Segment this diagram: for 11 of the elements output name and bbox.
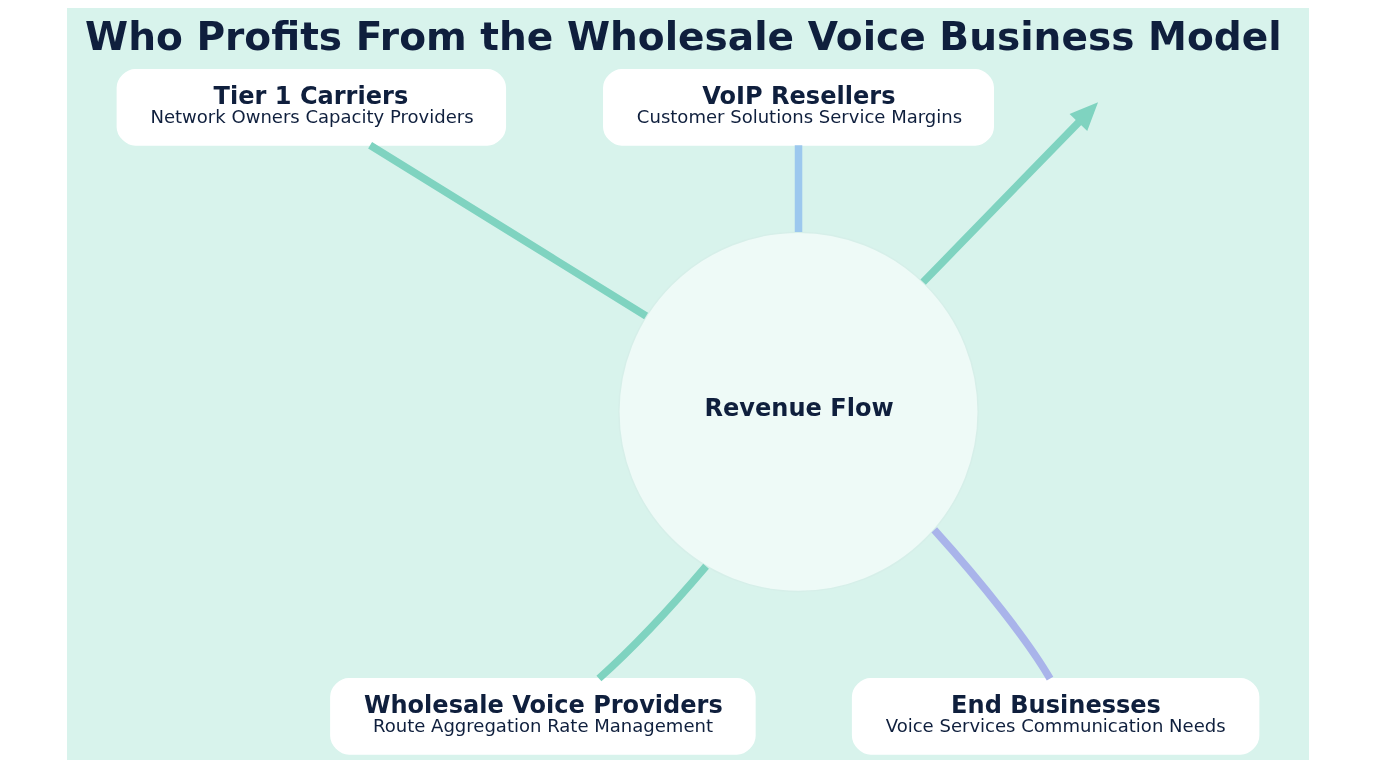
- node-circle: Revenue Flow: [618, 231, 979, 593]
- connector: [368, 142, 649, 320]
- node-box: Wholesale Voice Providers Route Aggregation Rate Management: [330, 677, 756, 755]
- node-box: VoIP Resellers Customer Solutions Service Margins: [603, 69, 994, 146]
- connector: [931, 527, 1054, 681]
- arrow: [920, 102, 1099, 285]
- node-box: Tier 1 Carriers Network Owners Capacity Providers: [116, 69, 507, 146]
- node-box: End Businesses Voice Services Communication Needs: [851, 677, 1260, 755]
- connector: [596, 563, 709, 682]
- connector: [794, 145, 803, 232]
- diagram-title: Who Profits From the Wholesale Voice Business Model: [85, 13, 1282, 59]
